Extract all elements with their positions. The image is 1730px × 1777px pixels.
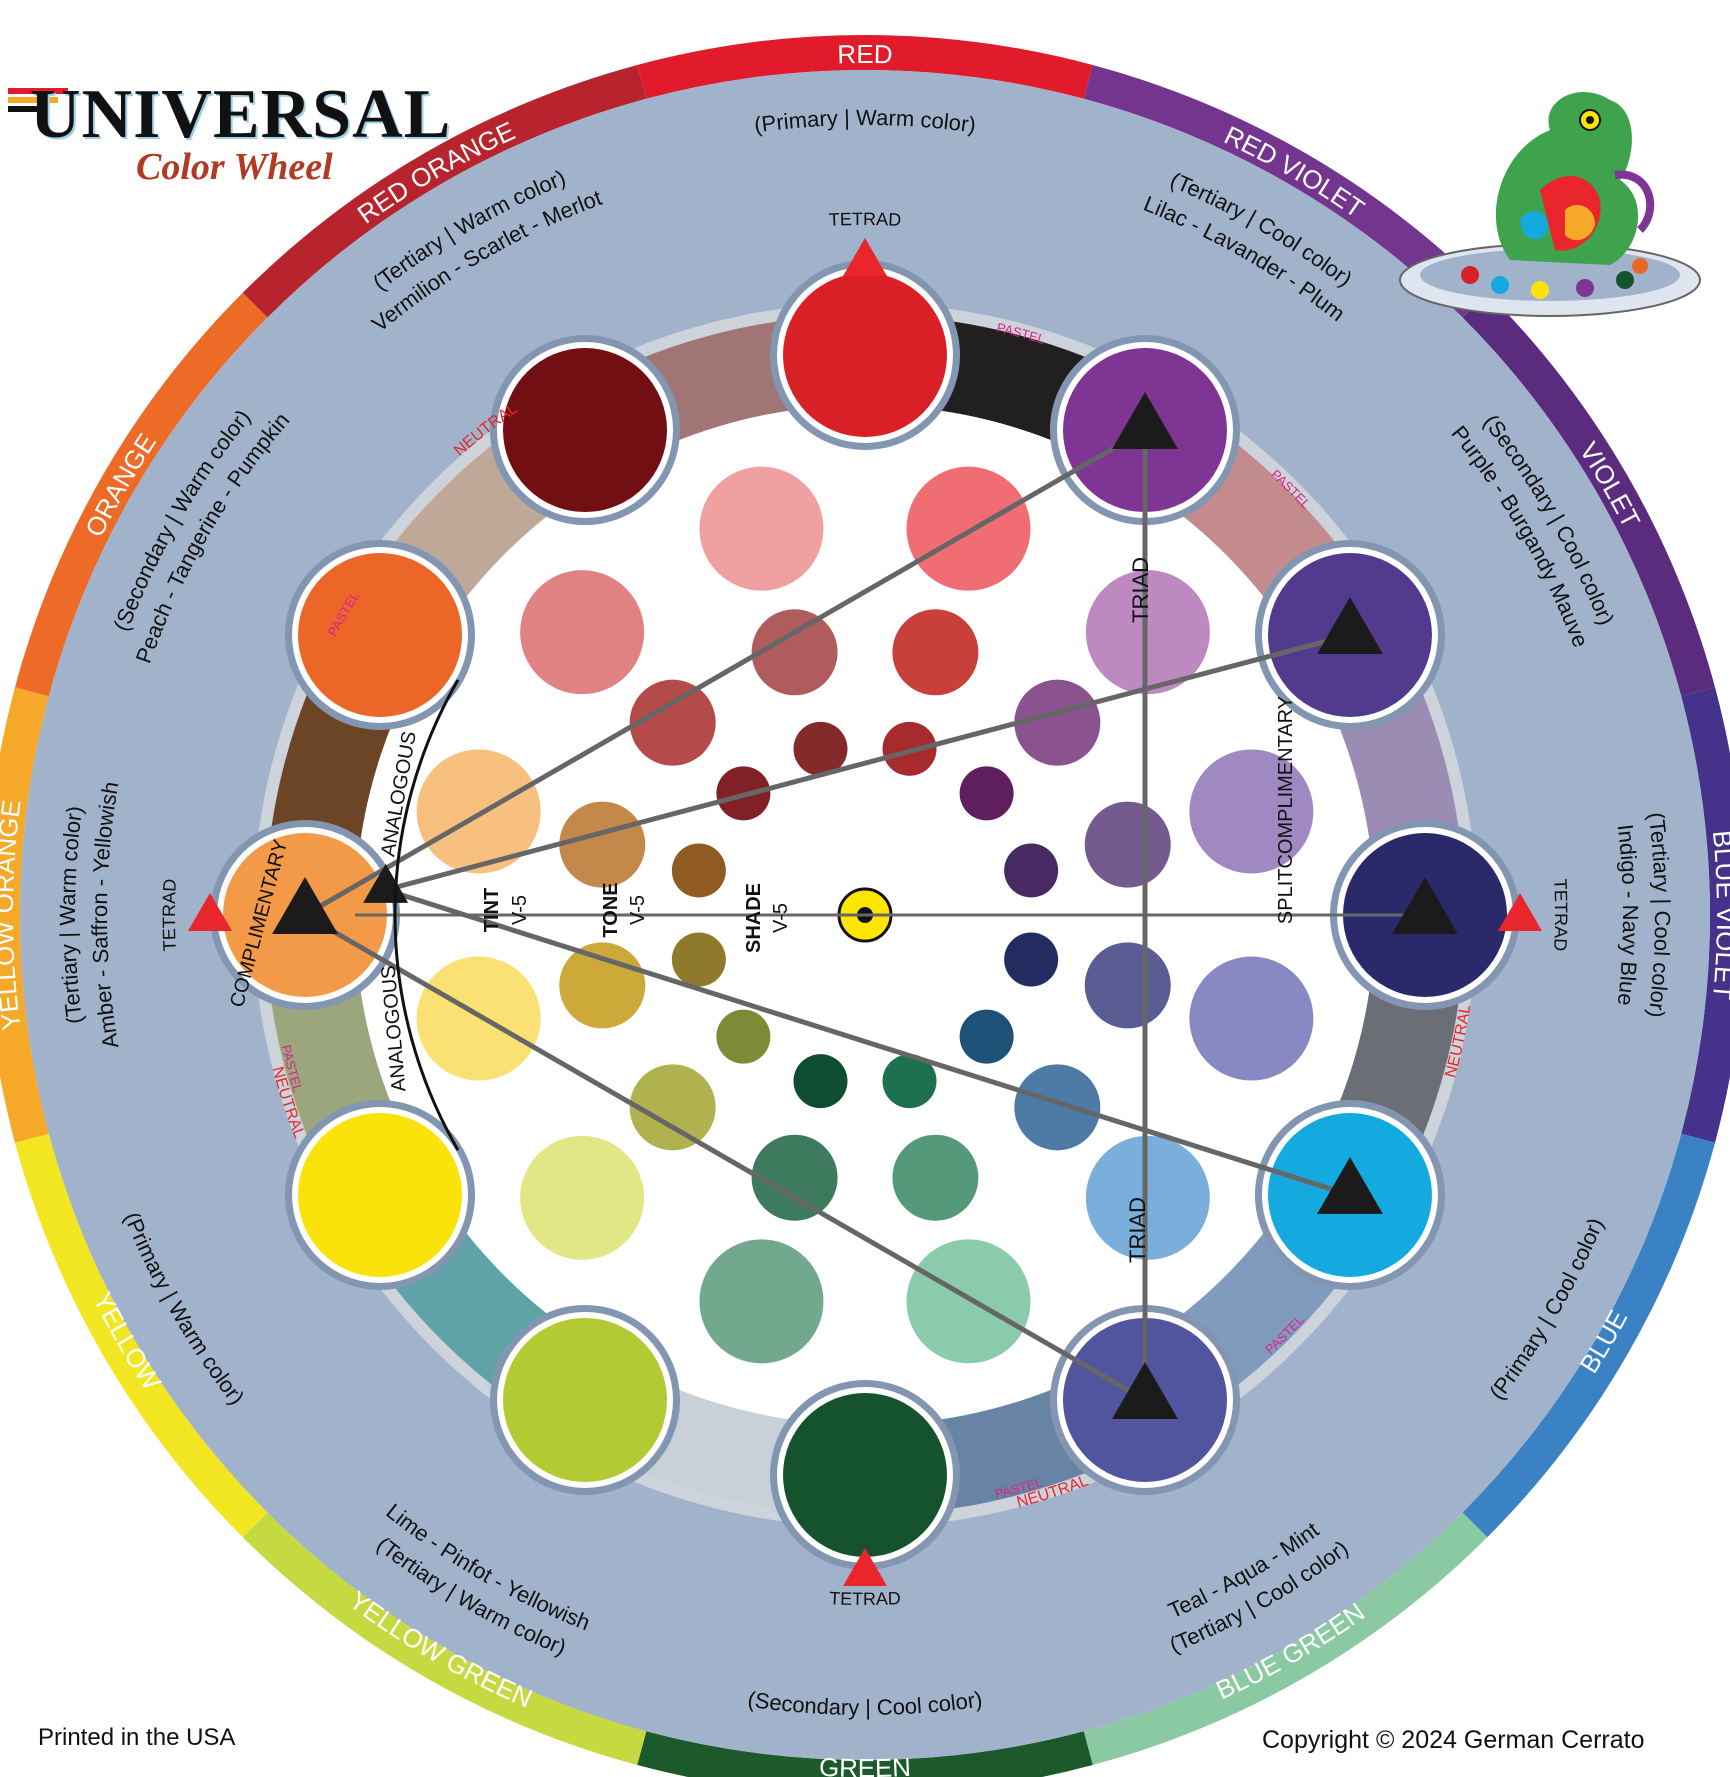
harmony-triangle <box>1112 1361 1178 1419</box>
tone-circle <box>1084 942 1171 1029</box>
harmony-triangle <box>1317 1157 1383 1214</box>
tint-circle <box>699 1239 824 1364</box>
tint-circle <box>520 570 645 695</box>
tint-circle <box>699 466 824 591</box>
shade-circle <box>793 721 848 776</box>
tone-circle <box>559 942 646 1029</box>
tone-v5-label: V-5 <box>627 895 649 925</box>
hue-name-label: BLUE VIOLET <box>1707 829 1730 1001</box>
outer-hue-ring <box>0 35 1730 1777</box>
outer-ring-segment <box>0 687 49 1143</box>
outer-ring-segment <box>1462 292 1716 697</box>
tetrad-marker <box>188 893 232 931</box>
shade-circle <box>882 1054 937 1109</box>
tetrad-label: TETRAD <box>159 878 180 951</box>
harmony-triangle <box>1317 597 1383 654</box>
tetrad-marker <box>843 238 887 276</box>
tint-circle <box>1085 1135 1210 1260</box>
tint-circle <box>416 749 541 874</box>
tetrad-label: TETRAD <box>828 209 901 230</box>
hue-circle <box>298 1113 463 1277</box>
harmony-triangle <box>272 877 338 934</box>
hue-circle <box>783 273 947 437</box>
outer-ring-segment <box>637 1731 1093 1777</box>
shade-circle <box>716 1009 771 1064</box>
tetrad-label: TETRAD <box>829 1588 901 1609</box>
hue-name-label: RED <box>837 39 893 69</box>
shade-circle <box>793 1054 848 1109</box>
triad-line <box>303 912 1147 1403</box>
splitcomplimentary-label: SPLITCOMPLIMENTARY <box>1275 696 1297 924</box>
outer-ring-segment <box>14 1133 268 1538</box>
tint-circle <box>1189 956 1314 1081</box>
analogous-arc <box>393 679 460 1151</box>
outer-ring-segment <box>1083 1512 1488 1766</box>
triad-label: TRIAD <box>1125 1197 1150 1263</box>
tint-label: TINT <box>481 888 503 932</box>
tone-circle <box>1014 679 1101 766</box>
tint-circle <box>906 1239 1031 1364</box>
harmony-triangle <box>1112 392 1178 450</box>
hue-name-label: GREEN <box>819 1752 912 1777</box>
tint-circle <box>416 956 541 1081</box>
printed-in-usa-text: Printed in the USA <box>38 1724 236 1751</box>
shade-circle <box>959 1009 1014 1064</box>
shade-v5-label: V-5 <box>770 903 792 933</box>
tone-circle <box>751 1134 838 1221</box>
tone-label: TONE <box>600 882 622 937</box>
outer-ring-segment <box>637 35 1093 99</box>
tint-circle <box>906 466 1031 591</box>
color-circles <box>210 260 1520 1570</box>
harmony-triangle <box>1392 877 1458 934</box>
split-complimentary-line <box>384 887 1351 1198</box>
shade-circle <box>671 932 726 987</box>
harmony-lines <box>272 392 1458 1419</box>
outer-ring-segment <box>242 1512 647 1766</box>
triad-label: TRIAD <box>1128 557 1153 623</box>
hue-circle <box>298 553 463 717</box>
hue-circle <box>503 348 667 513</box>
split-complimentary-line <box>385 632 1351 893</box>
brand-stripes <box>8 88 68 116</box>
triad-line <box>303 427 1147 918</box>
shade-circle <box>1004 843 1059 898</box>
tetrad-marker <box>1498 893 1542 931</box>
brand-subtitle: Color Wheel <box>136 146 333 188</box>
outer-ring-segment <box>1462 1133 1716 1538</box>
outer-ring-segment <box>242 64 647 318</box>
hue-circle <box>503 1317 667 1482</box>
hue-circle <box>783 1393 947 1557</box>
tint-circle <box>520 1135 645 1260</box>
shade-circle <box>959 766 1014 821</box>
shade-label: SHADE <box>743 883 765 953</box>
tone-circle <box>751 609 838 696</box>
tint-circle <box>1189 749 1314 874</box>
tone-circle <box>1084 801 1171 888</box>
shade-circle <box>1004 932 1059 987</box>
tone-circle <box>629 1064 716 1151</box>
brand-title: UNIVERSAL <box>30 76 452 153</box>
tone-circle <box>1014 1064 1101 1151</box>
chameleon-illustration-icon <box>1399 91 1701 317</box>
tetrad-label: TETRAD <box>1550 878 1571 951</box>
tone-circle <box>892 1134 979 1221</box>
tint-v5-label: V-5 <box>509 895 531 925</box>
tone-circle <box>559 801 646 888</box>
outer-ring-segment <box>1681 687 1730 1143</box>
shade-circle <box>671 843 726 898</box>
tint-circle <box>1085 570 1210 695</box>
tetrad-marker <box>843 1548 887 1586</box>
brand-logo: UNIVERSAL Color Wheel <box>8 80 488 190</box>
tone-circle <box>629 679 716 766</box>
tone-circle <box>892 609 979 696</box>
copyright-text: Copyright © 2024 German Cerrato <box>1262 1726 1645 1754</box>
outer-ring-segment <box>1083 64 1488 318</box>
outer-ring-segment <box>14 292 268 697</box>
